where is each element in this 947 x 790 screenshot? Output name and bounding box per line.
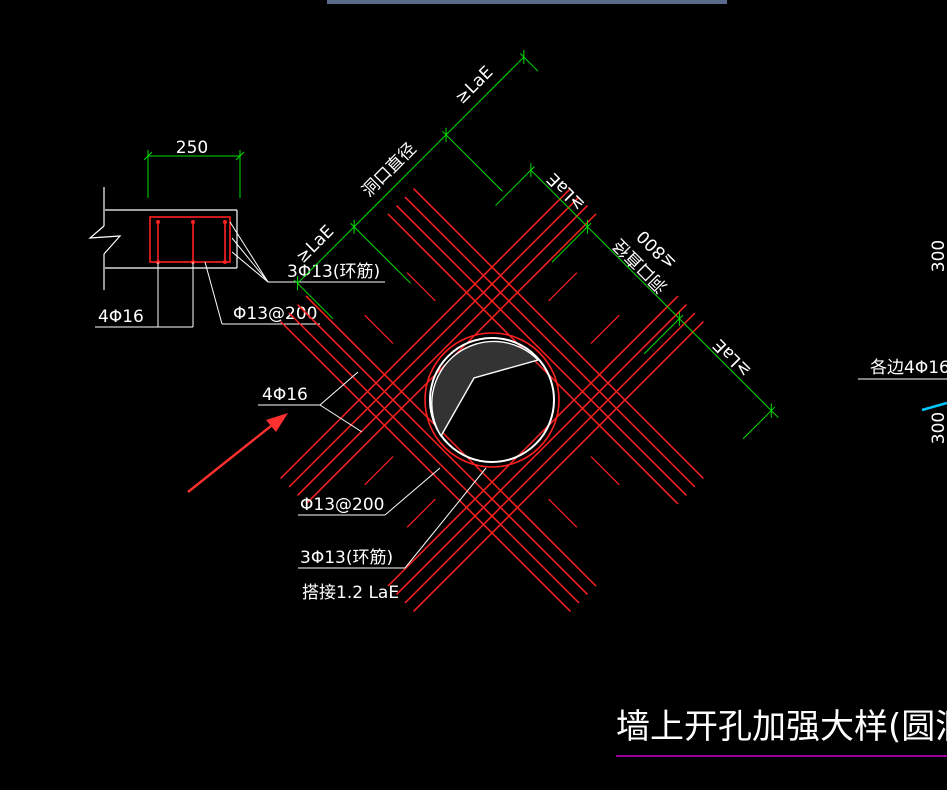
section-rebar [149, 216, 231, 263]
section-width-dimension [143, 150, 245, 198]
right-edge-note: 各边4Φ16 加 [870, 358, 947, 378]
rebar-short-bars [364, 272, 620, 528]
section-bar-dots [156, 220, 227, 264]
ring-bar-circle [424, 332, 560, 468]
plan-leaders [258, 371, 487, 569]
drawing-title: 墙上开孔加强大样(圆洞) [616, 707, 947, 747]
wall-section-outline [103, 187, 238, 290]
plan-stirrup-label: Φ13@200 [300, 495, 384, 515]
opening-hatch [431, 340, 540, 438]
right-edge-detail: 300 300 各边4Φ16 加 [858, 240, 947, 444]
zigzag-break-icon [88, 225, 122, 255]
red-arrow-icon [187, 413, 288, 493]
top-scroll-bar[interactable] [327, 0, 727, 4]
dimension-lower [495, 163, 779, 440]
section-detail: 250 [88, 138, 385, 328]
right-dim-bottom: 300 [929, 412, 947, 444]
section-ring-label: 3Φ13(环筋) [287, 262, 380, 282]
section-width-label: 250 [176, 138, 208, 158]
section-longitudinal-label: 4Φ16 [98, 307, 144, 327]
section-leaders [95, 221, 385, 328]
opening-circle [429, 337, 555, 463]
plan-corner-bars-label: 4Φ16 [262, 385, 308, 405]
section-stirrup-label: Φ13@200 [233, 304, 317, 324]
right-dim-top: 300 [929, 240, 947, 272]
plan-ring-label: 3Φ13(环筋) [300, 548, 393, 568]
rebar-bars [280, 188, 704, 612]
plan-lap-note: 搭接1.2 LaE [302, 583, 399, 603]
right-edge-cyan-line [921, 401, 947, 412]
dimension-upper [293, 49, 539, 320]
